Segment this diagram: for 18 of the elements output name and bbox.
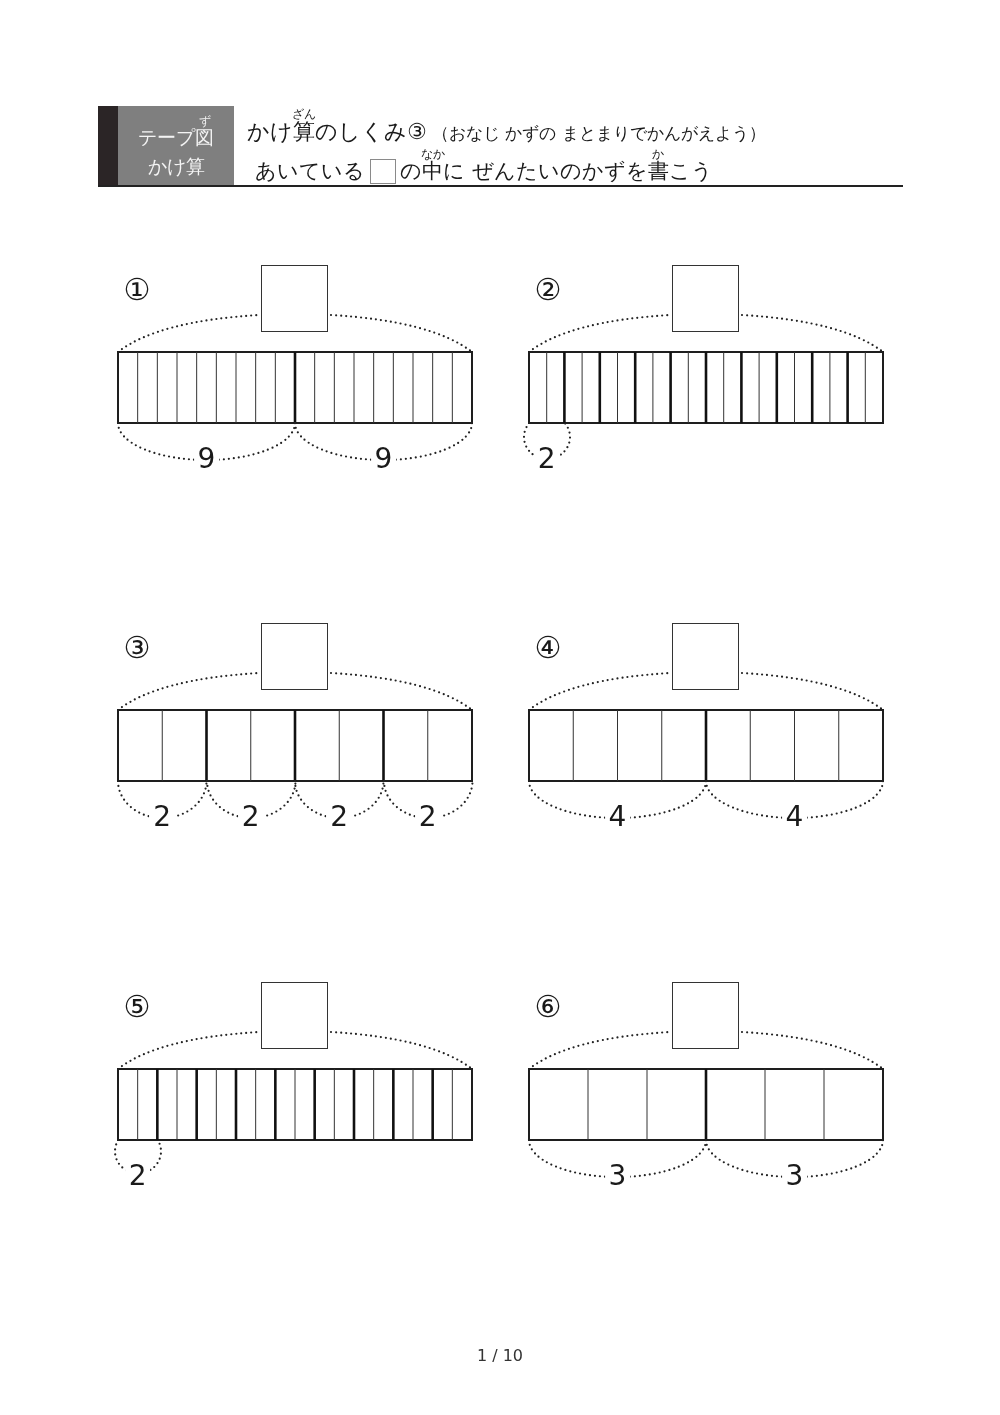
tag-text: かけ算 — [147, 157, 205, 176]
instruction-text: あいている — [255, 161, 365, 182]
furigana: か — [652, 148, 665, 160]
furigana: ざん — [292, 108, 316, 120]
furigana: なか — [420, 148, 445, 160]
tag-text: テープ図 — [138, 128, 214, 147]
instruction-text: の中に ぜんたいのかずを書こう — [400, 161, 713, 182]
furigana: ず — [198, 115, 211, 127]
subtitle: （おなじ かずの まとまりでかんがえよう） — [431, 125, 766, 142]
question-number: ② — [534, 275, 562, 305]
question-number: ③ — [123, 633, 151, 663]
question-number: ⑥ — [534, 992, 562, 1022]
question-number: ⑤ — [123, 992, 151, 1022]
question-number: ① — [123, 275, 151, 305]
category-tag — [98, 106, 234, 186]
page-number: 1 / 10 — [476, 1348, 524, 1364]
question-number: ④ — [534, 633, 562, 663]
worksheet-title: かけ算のしくみ③ — [247, 121, 427, 143]
